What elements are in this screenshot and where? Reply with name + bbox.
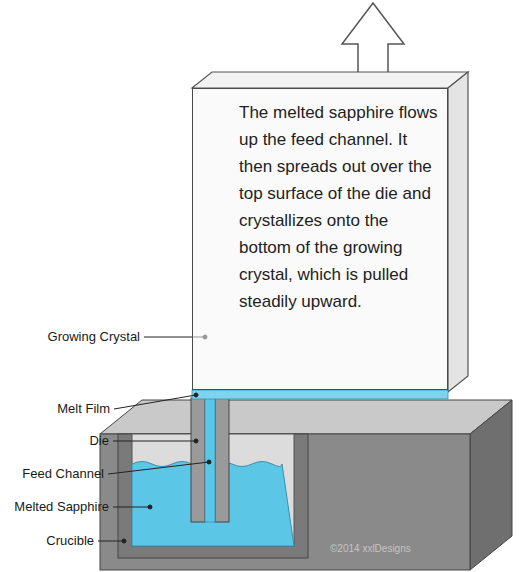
part-label: Melt Film (57, 401, 110, 416)
feed-channel (205, 398, 215, 522)
crystal-top (192, 72, 468, 88)
leader-line (113, 507, 150, 508)
leader-dot (122, 539, 126, 543)
base-top (100, 400, 512, 434)
growing-crystal: The melted sapphire flows up the feed ch… (192, 88, 448, 390)
part-label: Crucible (46, 533, 94, 548)
part-label: Growing Crystal (48, 329, 140, 344)
leader-dot (194, 439, 198, 443)
leader-line (98, 541, 124, 542)
part-label: Melted Sapphire (14, 499, 109, 514)
crystal-side (448, 72, 468, 392)
leader-dot (207, 460, 211, 464)
die-plate (215, 398, 229, 522)
melt-film (192, 390, 448, 399)
watermark: ©2014 xxlDesigns (330, 543, 411, 554)
leader-dot (148, 505, 152, 509)
part-label: Die (89, 433, 109, 448)
leader-line (113, 441, 196, 442)
base-side (470, 400, 512, 570)
base-front (100, 434, 470, 570)
leader-dot (194, 393, 198, 397)
description-text: The melted sapphire flows up the feed ch… (239, 99, 439, 315)
die-plate (191, 398, 205, 522)
part-label: Feed Channel (22, 466, 104, 481)
leader-line (108, 462, 209, 474)
leader-line (114, 395, 196, 409)
